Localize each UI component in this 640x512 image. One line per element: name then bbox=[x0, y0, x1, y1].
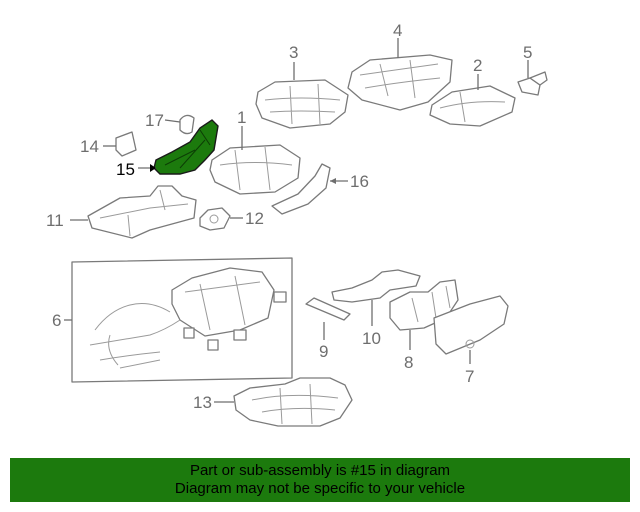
part-5-clip bbox=[517, 60, 548, 96]
callout-7[interactable]: 7 bbox=[465, 367, 474, 386]
callout-6[interactable]: 6 bbox=[52, 311, 61, 330]
part-13-lower-frame bbox=[214, 377, 353, 427]
part-11-frame-cover bbox=[70, 185, 197, 239]
part-6-assembly-box bbox=[64, 257, 293, 383]
callout-16[interactable]: 16 bbox=[350, 172, 369, 191]
part-16-trim bbox=[271, 163, 348, 215]
callout-3[interactable]: 3 bbox=[289, 43, 298, 62]
banner-line-1: Part or sub-assembly is #15 in diagram bbox=[189, 462, 451, 479]
part-12-knob bbox=[199, 207, 243, 231]
callout-9[interactable]: 9 bbox=[319, 342, 328, 361]
part-4-cushion bbox=[347, 38, 453, 111]
callout-14[interactable]: 14 bbox=[80, 137, 99, 156]
callout-10[interactable]: 10 bbox=[362, 329, 381, 348]
part-3-cushion bbox=[255, 62, 349, 129]
parts-diagram: 1 2 3 4 5 6 7 8 9 10 11 12 13 14 15 16 1… bbox=[46, 21, 548, 427]
part-7-panel bbox=[433, 295, 509, 364]
callout-4[interactable]: 4 bbox=[393, 21, 402, 40]
info-banner: Part or sub-assembly is #15 in diagram D… bbox=[10, 458, 630, 502]
part-10-rail bbox=[331, 269, 421, 326]
part-9-strip bbox=[305, 297, 351, 340]
callout-12[interactable]: 12 bbox=[245, 209, 264, 228]
callout-13[interactable]: 13 bbox=[193, 393, 212, 412]
callout-1[interactable]: 1 bbox=[237, 108, 246, 127]
callout-17[interactable]: 17 bbox=[145, 111, 164, 130]
part-2-pad bbox=[429, 74, 516, 127]
callout-11[interactable]: 11 bbox=[46, 211, 64, 230]
part-17-plug bbox=[164, 114, 195, 135]
part-1-pad bbox=[209, 126, 301, 195]
part-14-bracket bbox=[103, 131, 137, 157]
part-15-side-cover bbox=[138, 119, 219, 175]
callout-8[interactable]: 8 bbox=[404, 353, 413, 372]
callout-2[interactable]: 2 bbox=[473, 56, 482, 75]
callout-15[interactable]: 15 bbox=[116, 160, 135, 179]
callout-5[interactable]: 5 bbox=[523, 43, 532, 62]
banner-line-2: Diagram may not be specific to your vehi… bbox=[174, 480, 466, 497]
